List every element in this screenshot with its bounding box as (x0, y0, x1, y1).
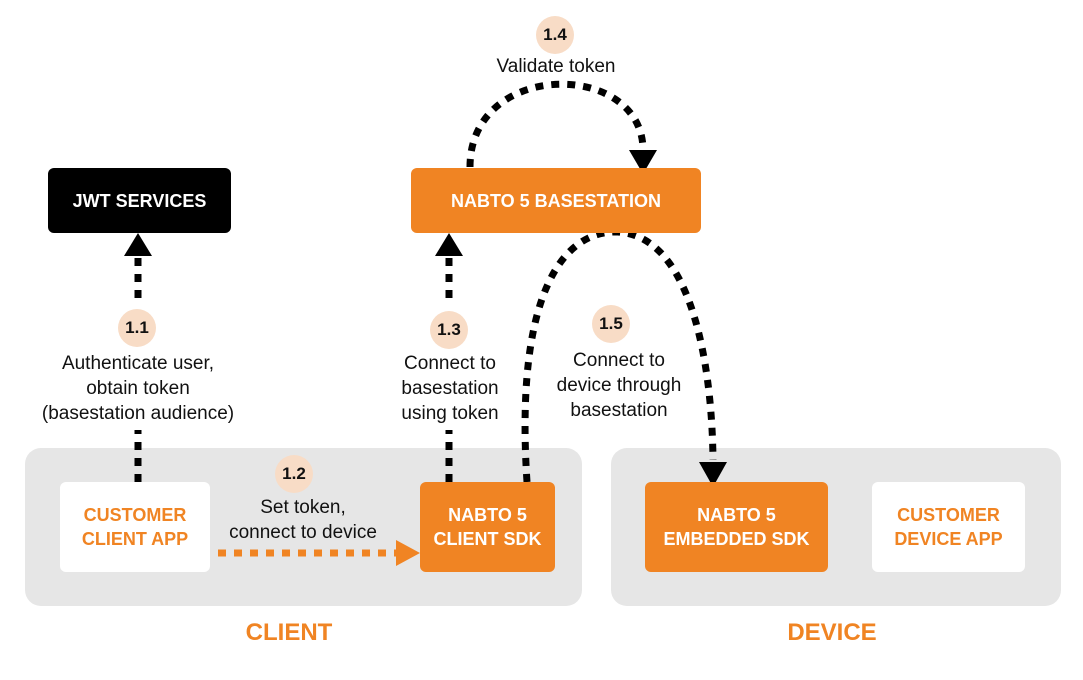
device-group-label: DEVICE (787, 619, 877, 646)
client-sdk-node: NABTO 5 CLIENT SDK (420, 482, 555, 572)
step-badge-1-3: 1.3 (430, 311, 468, 349)
step-text-1-3: Connect to basestation using token (401, 353, 499, 424)
arrow-1-5-head (699, 462, 727, 487)
step-badge-1-2: 1.2 (275, 455, 313, 493)
client-group-label: CLIENT (245, 619, 333, 646)
arrow-1-4-head (629, 150, 657, 174)
jwt-services-node: JWT SERVICES (48, 168, 231, 233)
arrow-1-4 (466, 80, 647, 168)
step-text-1-4: Validate token (496, 56, 616, 77)
step-badge-1-5: 1.5 (592, 305, 630, 343)
arrow-1-2-head (396, 540, 420, 566)
step-text-1-1: Authenticate user, obtain token (basesta… (41, 353, 235, 424)
basestation-node: NABTO 5 BASESTATION (411, 168, 701, 233)
customer-client-app-node: CUSTOMER CLIENT APP (60, 482, 210, 572)
embedded-sdk-node: NABTO 5 EMBEDDED SDK (645, 482, 828, 572)
arrow-1-1-head (124, 233, 152, 256)
step-text-1-5: Connect to device through basestation (556, 350, 682, 421)
step-text-1-2: Set token, connect to device (229, 497, 377, 543)
step-badge-1-1: 1.1 (118, 309, 156, 347)
step-badge-1-4: 1.4 (536, 16, 574, 54)
arrow-1-3-head (435, 233, 463, 256)
customer-device-app-node: CUSTOMER DEVICE APP (872, 482, 1025, 572)
